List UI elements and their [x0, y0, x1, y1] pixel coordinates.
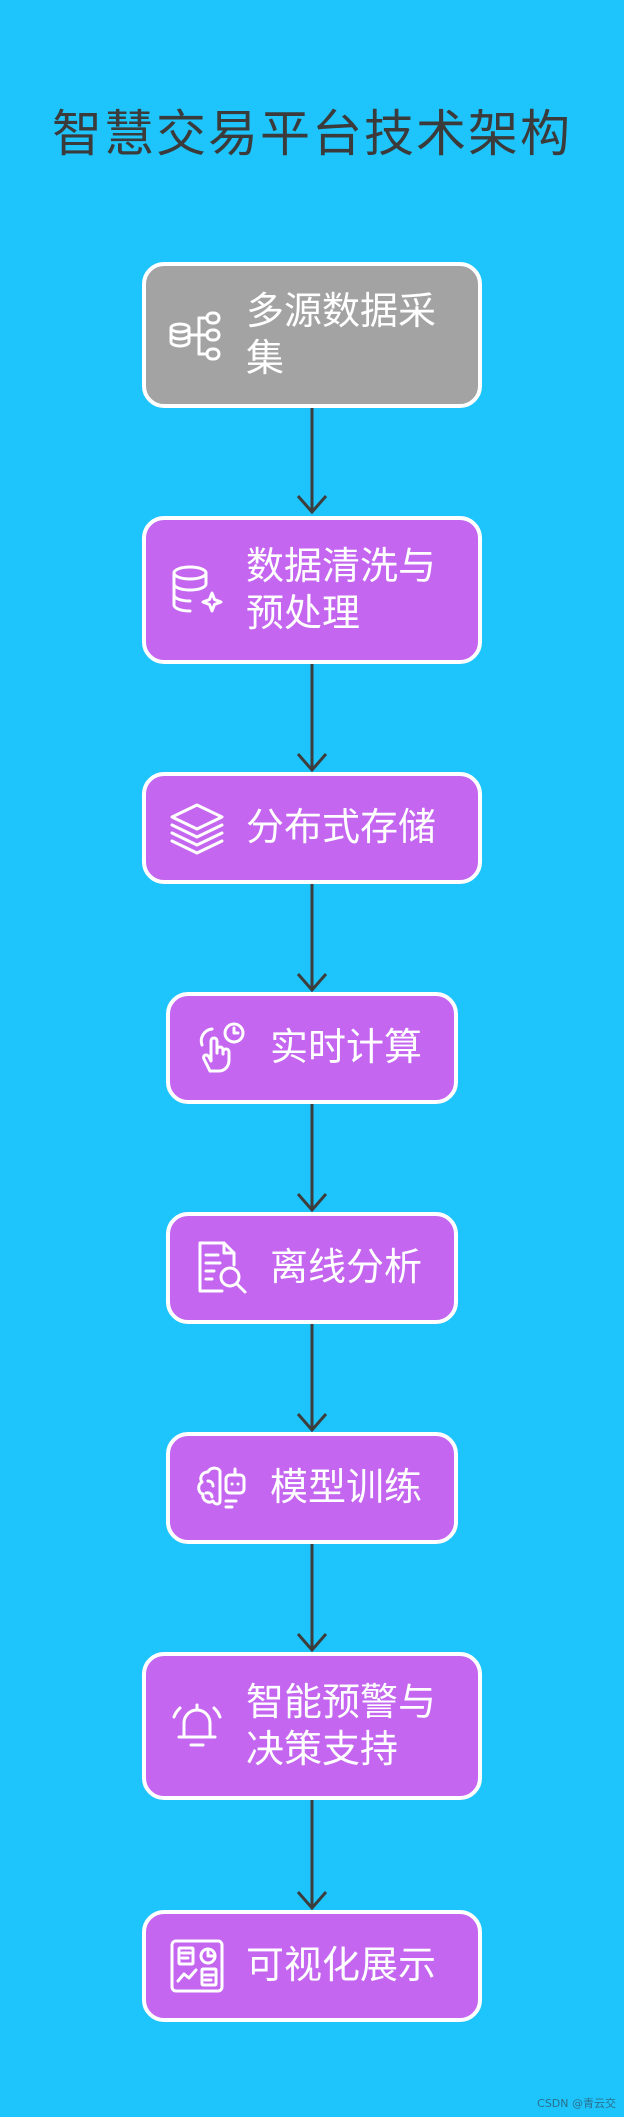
step-label: 离线分析: [270, 1245, 423, 1290]
step-label: 数据清洗与预处理: [246, 543, 437, 636]
step-label: 多源数据采集: [246, 288, 437, 381]
step-label: 模型训练: [270, 1465, 423, 1510]
step-node-data-collection: 多源数据采集: [142, 262, 482, 408]
arrow-7: [296, 1798, 328, 1911]
step-node-offline-analysis: 离线分析: [166, 1212, 458, 1324]
arrow-1: [296, 406, 328, 515]
step-node-realtime-compute: 实时计算: [166, 992, 458, 1104]
brain-robot-icon: [190, 1457, 252, 1519]
dashboard-icon: [166, 1935, 228, 1997]
step-node-alert-decision: 智能预警与决策支持: [142, 1652, 482, 1800]
layers-icon: [166, 797, 228, 859]
diagram-title: 智慧交易平台技术架构: [52, 105, 572, 163]
bell-alert-icon: [166, 1695, 228, 1757]
step-node-data-cleaning: 数据清洗与预处理: [142, 516, 482, 664]
data-sources-icon: [166, 304, 228, 366]
step-label: 可视化展示: [246, 1943, 437, 1988]
step-node-model-training: 模型训练: [166, 1432, 458, 1544]
arrow-4: [296, 1102, 328, 1213]
arrow-3: [296, 882, 328, 993]
arrow-5: [296, 1322, 328, 1433]
step-node-distributed-storage: 分布式存储: [142, 772, 482, 884]
step-node-visualization: 可视化展示: [142, 1910, 482, 2022]
database-clean-icon: [166, 559, 228, 621]
step-label: 实时计算: [270, 1025, 423, 1070]
touch-clock-icon: [190, 1017, 252, 1079]
step-label: 智能预警与决策支持: [246, 1679, 437, 1772]
document-search-icon: [190, 1237, 252, 1299]
arrow-6: [296, 1542, 328, 1653]
arrow-2: [296, 662, 328, 773]
step-label: 分布式存储: [246, 805, 437, 850]
watermark: CSDN @青云交: [537, 2097, 616, 2110]
